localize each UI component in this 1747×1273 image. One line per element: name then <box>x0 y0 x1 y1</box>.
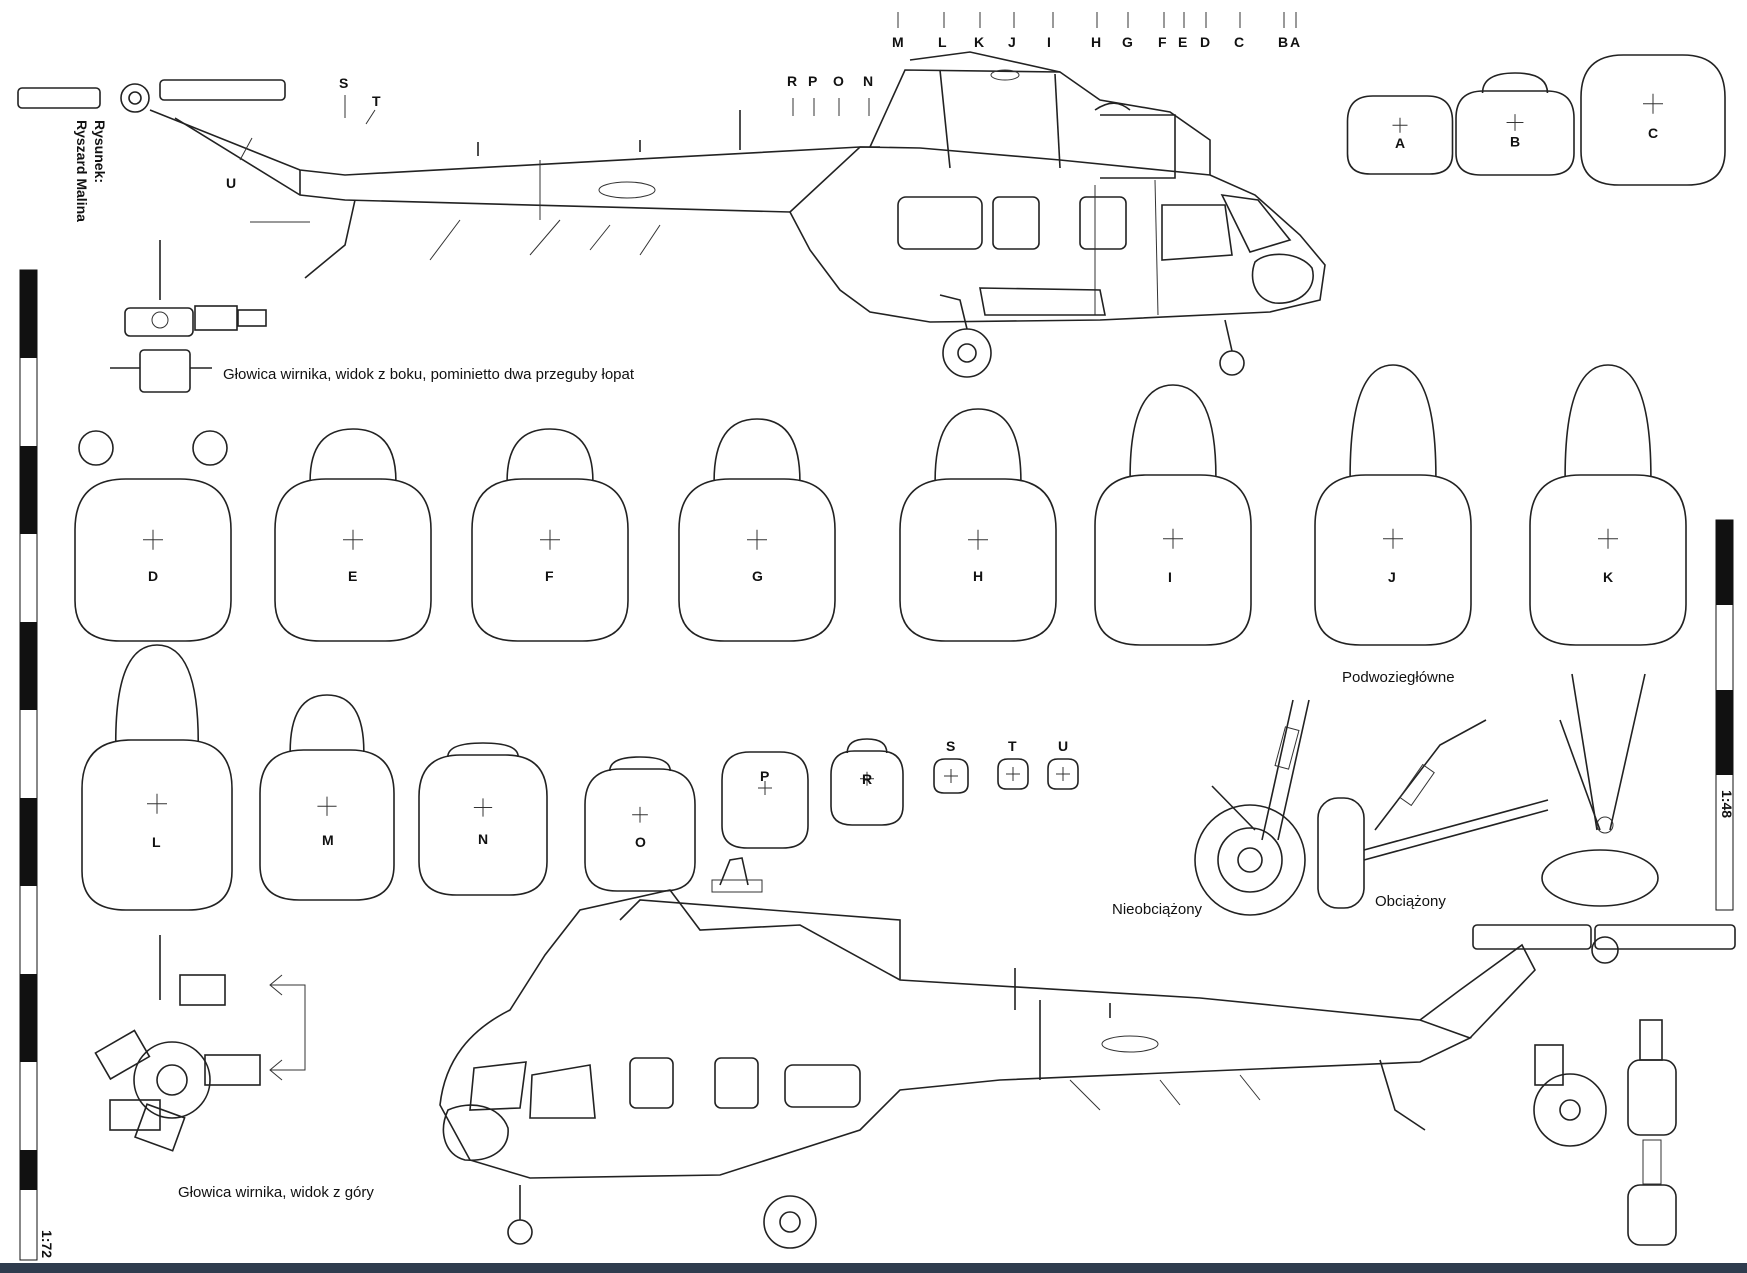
section-label-k: K <box>1603 569 1613 585</box>
section-label-t: T <box>1008 738 1017 754</box>
tail-tick-o: O <box>833 73 844 89</box>
section-label-i: I <box>1168 569 1172 585</box>
tail-tick-n: N <box>863 73 873 89</box>
station-tick-c: C <box>1234 34 1244 50</box>
section-label-g: G <box>752 568 763 584</box>
helicopter-side-view-top <box>17 51 1326 378</box>
station-tick-e: E <box>1178 34 1187 50</box>
tick-u-label: U <box>226 175 236 191</box>
section-label-j: J <box>1388 569 1396 585</box>
section-label-f: F <box>545 568 554 584</box>
rotor-head-side-view <box>110 240 267 393</box>
section-r: R <box>830 738 904 826</box>
section-u: U <box>1047 738 1079 790</box>
section-label-s: S <box>946 738 955 754</box>
rotor-side-caption: Głowica wirnika, widok z boku, pominiett… <box>223 366 635 383</box>
section-d: D <box>74 478 232 642</box>
main-gear-unloaded <box>1194 699 1310 916</box>
helicopter-side-view-bottom <box>439 857 1736 1249</box>
station-tick-b: B <box>1278 34 1288 50</box>
main-gear-front <box>1541 673 1659 907</box>
unloaded-caption: Nieobciążony <box>1112 901 1203 918</box>
section-b: B <box>1455 72 1575 176</box>
rotor-top-caption: Głowica wirnika, widok z góry <box>178 1184 374 1201</box>
section-i: I <box>1094 384 1252 646</box>
section-label-p: P <box>760 768 769 784</box>
section-n: N <box>418 742 548 896</box>
section-label-a: A <box>1395 135 1405 151</box>
section-a: A <box>1346 95 1454 175</box>
section-label-u: U <box>1058 738 1068 754</box>
section-label-b: B <box>1510 133 1520 149</box>
section-t: T <box>997 738 1029 790</box>
station-tick-j: J <box>1008 34 1016 50</box>
section-l: L <box>81 644 233 911</box>
section-m: M <box>259 694 395 901</box>
section-s: S <box>933 738 969 794</box>
section-c: C <box>1580 54 1726 186</box>
station-tick-h: H <box>1091 34 1101 50</box>
section-label-h: H <box>973 568 983 584</box>
main-gear-loaded <box>1317 719 1549 909</box>
tail-tick-r: R <box>787 73 797 89</box>
section-h: H <box>899 408 1057 642</box>
section-g: G <box>678 418 836 642</box>
station-tick-g: G <box>1122 34 1133 50</box>
station-tick-m: M <box>892 34 904 50</box>
section-label-n: N <box>478 831 488 847</box>
station-tick-f: F <box>1158 34 1167 50</box>
scale-label-172: 1:72 <box>39 1230 55 1258</box>
section-j: J <box>1314 364 1472 646</box>
scale-label-148: 1:48 <box>1719 790 1735 818</box>
credit-author: Ryszard Malina <box>74 120 90 222</box>
section-label-c: C <box>1648 125 1658 141</box>
section-label-m: M <box>322 832 334 848</box>
tail-tick-p: P <box>808 73 817 89</box>
tick-t-label: T <box>372 93 381 109</box>
gear-detail-lower-right <box>1533 1019 1677 1246</box>
station-tick-l: L <box>938 34 947 50</box>
section-label-o: O <box>635 834 646 850</box>
section-label-l: L <box>152 834 161 850</box>
credit-title: Rysunek: <box>92 120 108 183</box>
station-tick-a: A <box>1290 34 1300 50</box>
station-tick-i: I <box>1047 34 1051 50</box>
section-o: O <box>584 756 696 892</box>
rotor-head-top-view <box>94 935 306 1152</box>
section-label-e: E <box>348 568 357 584</box>
loaded-caption: Obciążony <box>1375 893 1446 910</box>
station-tick-d: D <box>1200 34 1210 50</box>
scan-edge <box>0 1263 1747 1273</box>
scale-bar-right <box>1715 519 1734 911</box>
main-gear-caption: Podwoziegłówne <box>1342 669 1455 686</box>
section-label-r: R <box>862 771 872 787</box>
section-d-side-float-left <box>78 430 114 466</box>
section-d-side-float-right <box>192 430 228 466</box>
section-p: P <box>721 751 809 849</box>
section-label-d: D <box>148 568 158 584</box>
station-tick-k: K <box>974 34 984 50</box>
tick-s-label: S <box>339 75 348 91</box>
section-k: K <box>1529 364 1687 646</box>
section-e: E <box>274 428 432 642</box>
scale-bar-left <box>19 269 38 1261</box>
section-f: F <box>471 428 629 642</box>
